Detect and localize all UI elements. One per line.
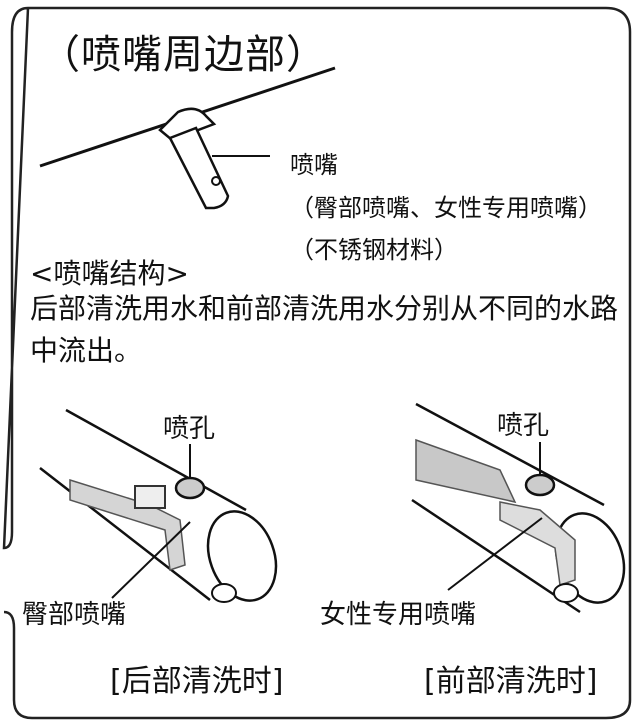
nozzle-overview [39,66,336,210]
nozzle-label: 喷嘴 [290,151,338,179]
right-tube-figure [411,402,626,614]
right-nozzle-label: 女性专用喷嘴 [320,600,477,630]
left-hole-label: 喷孔 [163,414,216,444]
left-caption: [后部清洗时] [110,664,284,699]
right-hole-label: 喷孔 [497,411,550,441]
left-tube-figure [39,408,278,603]
page-title: （喷嘴周边部） [40,32,327,78]
nozzle-types: （臀部喷嘴、女性专用喷嘴） [290,194,602,222]
nozzle-material: （不锈钢材料） [290,236,458,264]
left-nozzle-label: 臀部喷嘴 [22,600,127,630]
frame-border [2,6,632,720]
structure-heading: <喷嘴结构> [30,257,189,290]
structure-text: 后部清洗用水和前部清洗用水分别从不同的水路中流出。 [30,292,619,367]
right-caption: [前部清洗时] [424,664,598,699]
